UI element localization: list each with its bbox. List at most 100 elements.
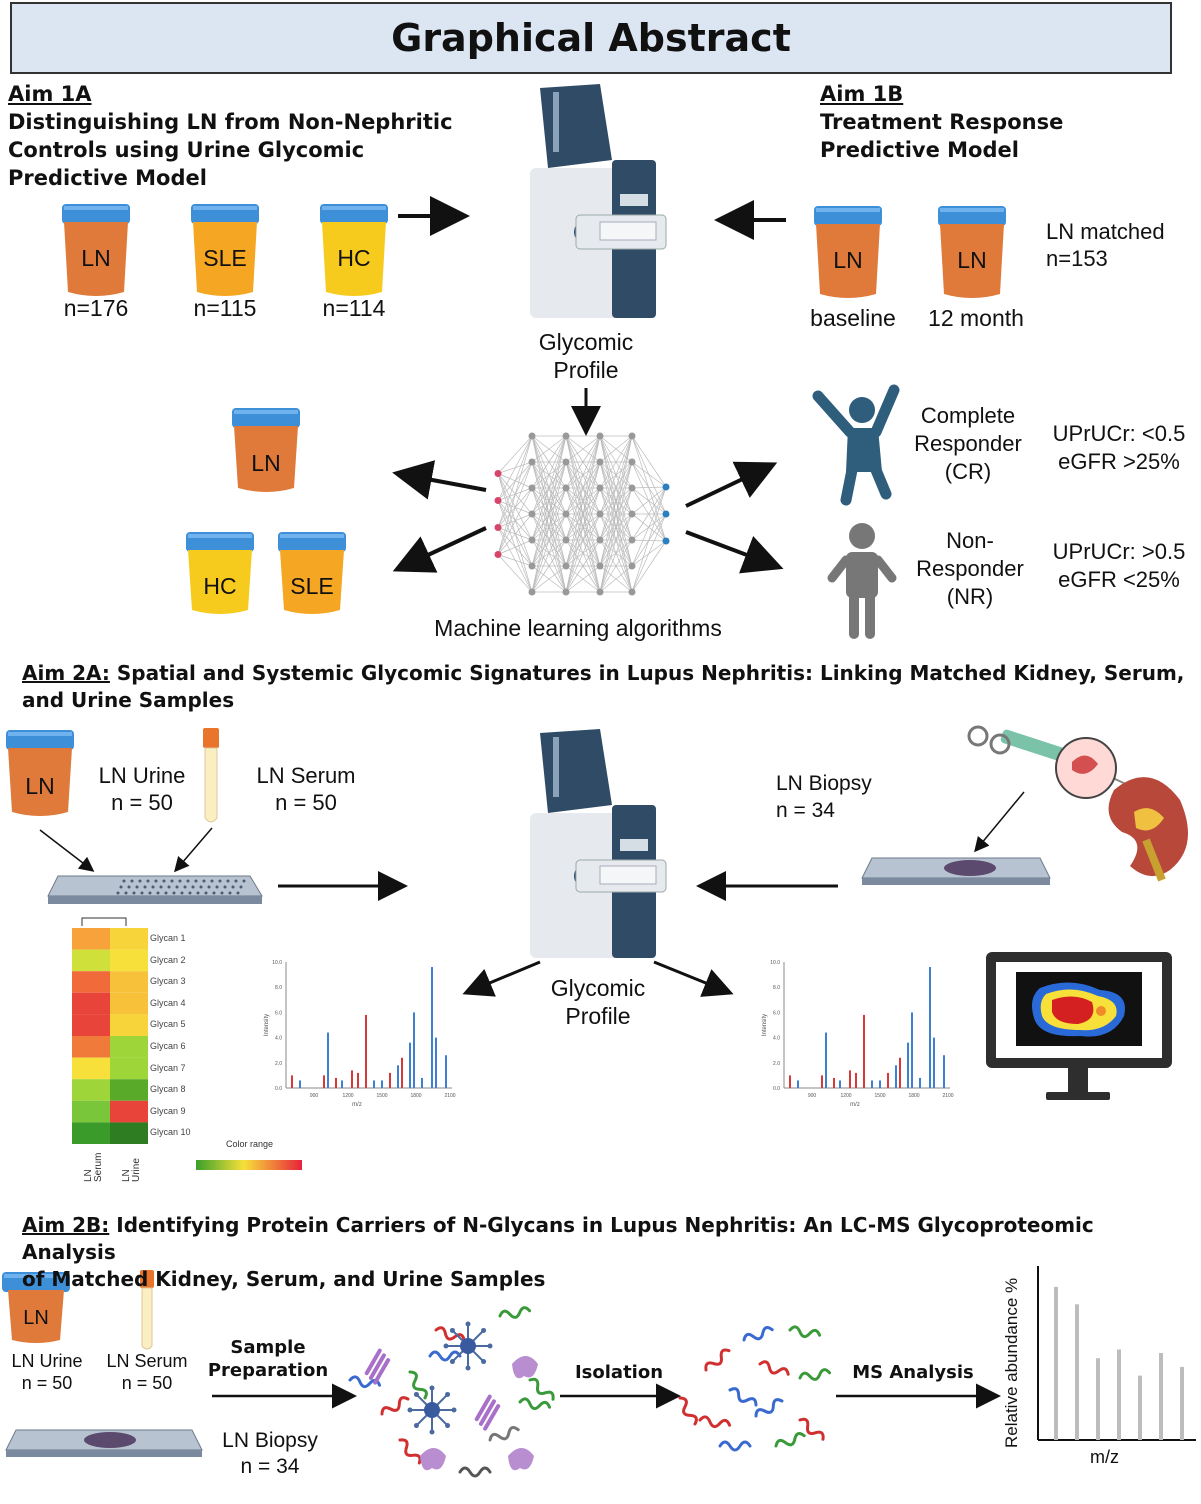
nr-criteria: UPrUCr: >0.5 eGFR <25%	[1040, 538, 1198, 594]
nr-line: Non-	[946, 528, 994, 553]
plate-well	[138, 879, 142, 883]
protein-blob	[512, 1356, 538, 1379]
cup-label-ln: LN	[81, 245, 111, 271]
nn-node	[562, 458, 570, 466]
glycan-chain	[774, 1432, 806, 1448]
heatmap-row-label: Glycan 2	[150, 954, 186, 965]
spectrum-ytick: 6.0	[275, 1010, 282, 1016]
complete-responder-icon	[812, 384, 900, 506]
abundance-bar	[1117, 1349, 1121, 1440]
heatmap-col-label: LN Urine	[121, 1158, 142, 1182]
plate-well	[204, 891, 208, 895]
arrow-ml-to-cr	[685, 461, 778, 508]
aim1b-line: Predictive Model	[820, 138, 1019, 162]
ln-matched-n: n=153	[1046, 246, 1108, 271]
cr-criteria-line: eGFR >25%	[1058, 449, 1180, 474]
protein-branch	[487, 1343, 493, 1349]
glycomic-profile-label-2: Glycomic Profile	[518, 974, 678, 1030]
plate-well	[146, 879, 150, 883]
spectrum-xtick: 1200	[342, 1093, 353, 1099]
step-sample-preparation: Sample Preparation	[207, 1337, 329, 1381]
biopsy-label-2b: LN Biopsy n = 34	[200, 1428, 340, 1480]
caption-12month: 12 month	[928, 305, 1024, 331]
protein-branch	[481, 1327, 487, 1333]
cr-line: Complete	[920, 403, 1016, 428]
protein-branch	[465, 1321, 471, 1327]
heatmap-row-label: Glycan 4	[150, 997, 186, 1008]
plate-well	[223, 885, 227, 889]
cup-label-ln-2a: LN	[25, 773, 55, 799]
mass-spec-instrument-1	[530, 84, 667, 318]
protein-branch	[429, 1429, 435, 1435]
arrow-serum-to-plate	[174, 827, 213, 873]
spectrum-ytick: 4.0	[773, 1036, 780, 1042]
heatmap-cell	[110, 1100, 148, 1123]
cr-label: Complete Responder (CR)	[898, 402, 1038, 486]
heatmap-row-label: Glycan 9	[150, 1105, 186, 1116]
aim1a-header: Aim 1A Distinguishing LN from Non-Nephri…	[8, 80, 468, 192]
cr-line: (CR)	[944, 459, 992, 484]
glycan-chain	[428, 1350, 462, 1362]
glycomic-profile-label-1: Glycomic Profile	[506, 328, 666, 384]
protein-blob	[420, 1448, 446, 1471]
spectrum-ytick: 10.0	[272, 960, 282, 966]
cup-label-ln-baseline: LN	[833, 247, 863, 273]
spectrum-xtick: 900	[310, 1093, 319, 1099]
plate-well	[226, 879, 230, 883]
cup-label-ln-12month: LN	[957, 247, 987, 273]
spectrum-xtick: 1200	[840, 1093, 851, 1099]
aim2b-title: Identifying Protein Carriers of N-Glycan…	[22, 1213, 1094, 1264]
cup-ln-12month	[938, 206, 1006, 298]
heatmap-row-label: Glycan 5	[150, 1019, 186, 1030]
glycan-chain	[758, 1360, 790, 1376]
heatmap-row-label: Glycan 3	[150, 976, 186, 987]
nn-node	[528, 510, 536, 518]
protein-branch	[413, 1391, 419, 1397]
nn-node	[562, 484, 570, 492]
protein-branch	[413, 1423, 419, 1429]
abundance-bar	[1096, 1358, 1100, 1440]
spectrum-ytick: 8.0	[773, 985, 780, 991]
plate-well	[132, 891, 136, 895]
heatmap-cell	[72, 1057, 110, 1080]
plate-well	[194, 879, 198, 883]
glycan-chain	[488, 1426, 520, 1442]
spectrum-ytick: 0.0	[275, 1086, 282, 1092]
arrow-ml-to-nr	[685, 530, 784, 574]
spectrum-xtick: 1500	[376, 1093, 387, 1099]
abundance-bar	[1138, 1375, 1142, 1440]
title-banner: Graphical Abstract	[10, 2, 1172, 74]
neural-network-icon	[494, 432, 670, 596]
nn-node	[528, 588, 536, 596]
plate-well	[170, 879, 174, 883]
aim2a-title-line2: and Urine Samples	[22, 688, 235, 712]
heatmap-cell	[110, 971, 148, 993]
nn-node	[494, 524, 502, 531]
cup-hc-output	[186, 532, 254, 614]
cr-criteria-line: UPrUCr: <0.5	[1052, 421, 1186, 446]
nn-node	[494, 497, 502, 504]
plate-well	[172, 891, 176, 895]
glycan-chain	[380, 1396, 410, 1416]
heatmap-cell	[72, 949, 110, 972]
aim2b-title-line2: of Matched Kidney, Serum, and Urine Samp…	[22, 1267, 546, 1291]
abundance-bar	[1075, 1304, 1079, 1440]
nn-node	[596, 562, 604, 570]
biopsy-label-2a: LN Biopsy n = 34	[776, 770, 916, 824]
nr-line: (NR)	[946, 584, 994, 609]
nn-node	[528, 562, 536, 570]
ml-label: Machine learning algorithms	[434, 615, 722, 641]
spectrum-xlabel: m/z	[850, 1102, 860, 1108]
heatmap-row-label: Glycan 1	[150, 933, 186, 943]
aim1a-label: Aim 1A	[8, 82, 92, 106]
spectrum-ylabel: Intensity	[264, 1014, 270, 1036]
ln-matched-label: LN matched n=153	[1046, 218, 1196, 272]
glycan-chain	[434, 1326, 466, 1342]
cup-label-sle: SLE	[203, 245, 247, 271]
heatmap-cell	[110, 928, 148, 950]
cr-criteria: UPrUCr: <0.5 eGFR >25%	[1040, 420, 1198, 476]
cup-ln-output	[232, 408, 300, 492]
n-ln: n=176	[63, 295, 129, 321]
